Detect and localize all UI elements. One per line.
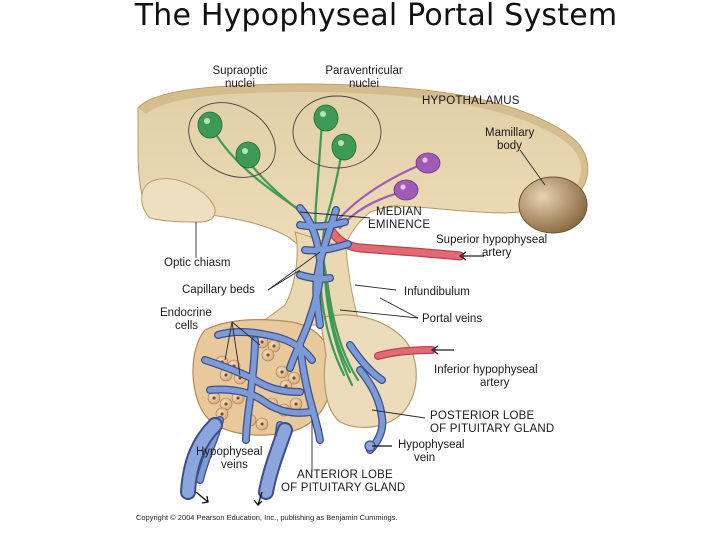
infundibulum-label: Infundibulum: [404, 286, 470, 298]
inferior-artery-label: Inferior hypophyseal artery: [434, 364, 538, 389]
superior-hypophyseal-artery: [327, 227, 484, 261]
svg-text:MEDIAN: MEDIAN: [376, 206, 422, 218]
endocrine-cells-label: Endocrine cells: [160, 307, 212, 332]
posterior-lobe-label: POSTERIOR LOBE OF PITUITARY GLAND: [430, 410, 554, 435]
svg-text:POSTERIOR LOBE: POSTERIOR LOBE: [430, 410, 535, 422]
svg-text:EMINENCE: EMINENCE: [368, 219, 430, 231]
svg-text:Hypophyseal: Hypophyseal: [398, 439, 464, 451]
label-leaders: [195, 149, 546, 472]
nuclei-outlines: [188, 95, 382, 178]
hypophyseal-vein-label: Hypophyseal vein: [398, 439, 464, 464]
hypophyseal-veins-label: Hypophyseal veins: [196, 446, 262, 471]
svg-text:vein: vein: [414, 452, 435, 464]
svg-text:Superior hypophyseal: Superior hypophyseal: [436, 234, 547, 246]
paraventricular-label: Paraventricular nuclei: [325, 65, 403, 90]
svg-text:ANTERIOR LOBE: ANTERIOR LOBE: [297, 469, 393, 481]
svg-text:Inferior hypophyseal: Inferior hypophyseal: [434, 364, 538, 376]
vein-outflow-arrows: [195, 445, 392, 506]
svg-text:cells: cells: [175, 320, 198, 332]
median-eminence-label: MEDIAN EMINENCE: [368, 206, 430, 231]
optic-chiasm-label: Optic chiasm: [164, 257, 230, 269]
svg-text:body: body: [497, 140, 522, 152]
capillary-beds-label: Capillary beds: [182, 284, 255, 296]
svg-text:veins: veins: [221, 459, 248, 471]
inferior-hypophyseal-artery: [374, 345, 454, 360]
svg-text:Mamillary: Mamillary: [485, 127, 534, 139]
hypothalamus-label: HYPOTHALAMUS: [422, 95, 520, 107]
svg-text:Paraventricular: Paraventricular: [325, 65, 403, 77]
mamillary-body: [518, 176, 588, 234]
portal-vessel-network: [180, 204, 387, 500]
svg-text:nuclei: nuclei: [349, 78, 379, 90]
supraoptic-label: Supraoptic nuclei: [213, 65, 268, 90]
copyright-notice: Copyright © 2004 Pearson Education, Inc.…: [136, 513, 398, 522]
svg-text:artery: artery: [482, 247, 512, 259]
svg-text:nuclei: nuclei: [225, 78, 255, 90]
optic-chiasm-shape: [141, 178, 216, 223]
mamillary-label: Mamillary body: [485, 127, 534, 152]
portal-veins-label: Portal veins: [422, 313, 482, 325]
neurons-purple: [336, 152, 441, 230]
superior-artery-label: Superior hypophyseal artery: [436, 234, 547, 259]
hypothalamus-tissue: [137, 83, 589, 251]
svg-text:Supraoptic: Supraoptic: [213, 65, 268, 77]
svg-text:Endocrine: Endocrine: [160, 307, 212, 319]
svg-text:OF PITUITARY GLAND: OF PITUITARY GLAND: [281, 482, 405, 494]
svg-text:artery: artery: [480, 377, 510, 389]
slide-title: The Hypophyseal Portal System: [134, 0, 618, 33]
svg-text:Hypophyseal: Hypophyseal: [196, 446, 262, 458]
svg-text:OF PITUITARY GLAND: OF PITUITARY GLAND: [430, 423, 554, 435]
anterior-lobe-label: ANTERIOR LOBE OF PITUITARY GLAND: [281, 469, 405, 494]
